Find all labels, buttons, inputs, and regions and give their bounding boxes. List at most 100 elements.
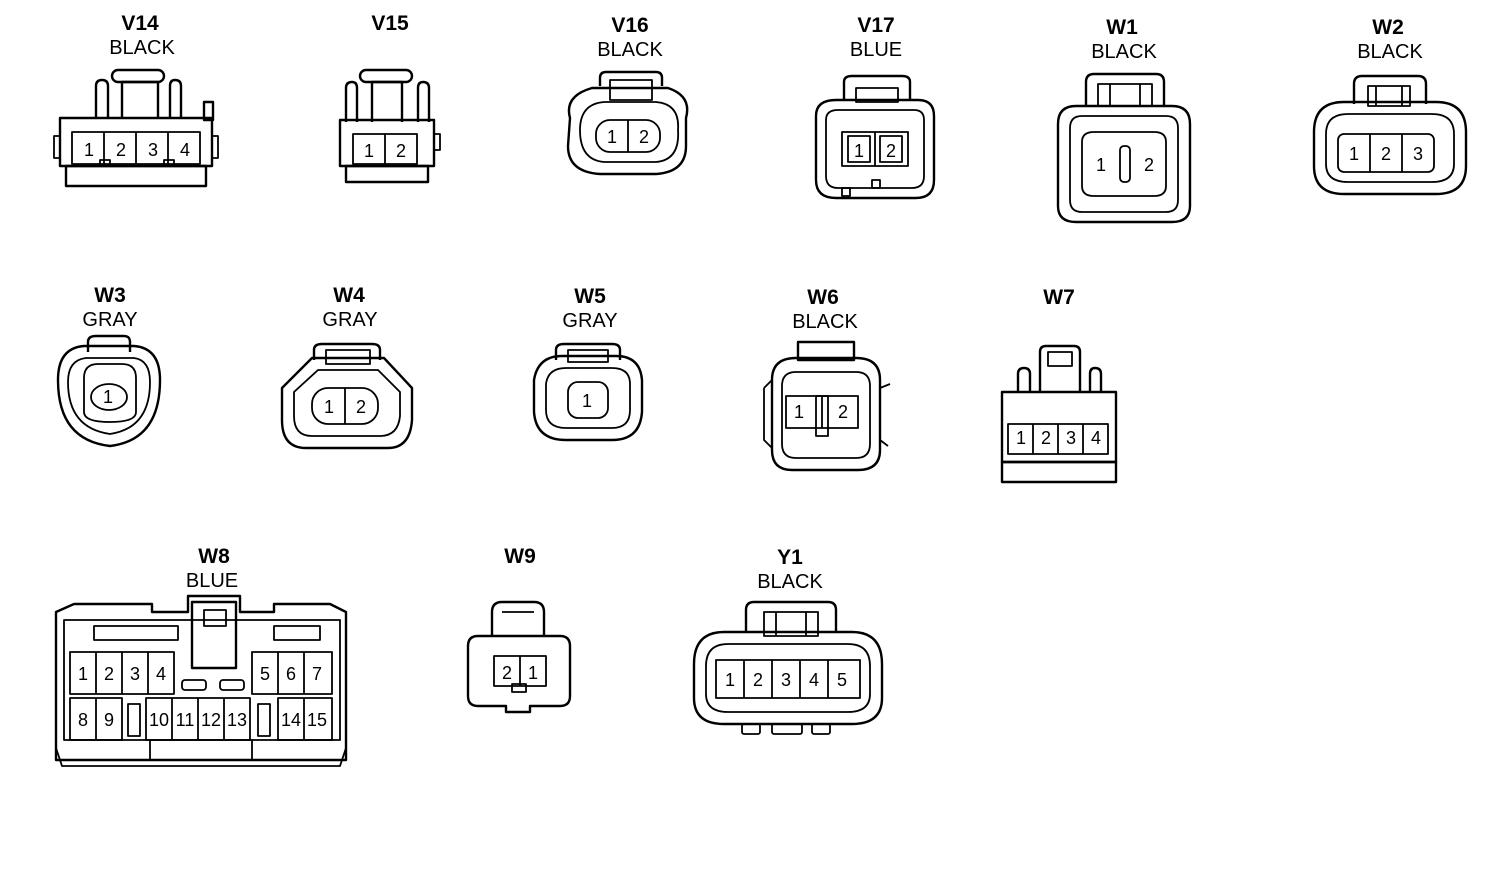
connector-body bbox=[566, 70, 689, 176]
connector-body bbox=[763, 340, 891, 472]
connector-body bbox=[814, 74, 936, 200]
connector-code: W6 bbox=[807, 286, 839, 309]
connector-w4: W4 GRAY 1 2 bbox=[280, 284, 414, 450]
pin-label: 3 bbox=[148, 140, 158, 160]
pin-label: 2 bbox=[396, 141, 406, 161]
pin-label: 2 bbox=[639, 127, 649, 147]
connector-color: BLACK bbox=[597, 39, 663, 61]
pin-label: 2 bbox=[1381, 144, 1391, 164]
pin-label: 1 bbox=[854, 141, 864, 161]
pin-label: 4 bbox=[1091, 428, 1101, 448]
connector-code: V16 bbox=[611, 14, 648, 37]
pin-label: 4 bbox=[809, 670, 819, 690]
connector-w6: W6 BLACK 1 2 bbox=[763, 286, 891, 472]
connector-color: BLACK bbox=[792, 311, 858, 333]
connector-code: W7 bbox=[1043, 286, 1075, 309]
pin-label: 2 bbox=[502, 663, 512, 683]
pin-label: 2 bbox=[356, 397, 366, 417]
connector-body bbox=[1312, 74, 1468, 196]
pin-label: 2 bbox=[753, 670, 763, 690]
connector-color: GRAY bbox=[562, 310, 617, 332]
connector-v14: V14 BLACK 1 2 3 4 bbox=[53, 12, 219, 188]
connector-code: W2 bbox=[1372, 16, 1404, 39]
connector-body bbox=[338, 68, 441, 184]
connector-body bbox=[1056, 72, 1192, 224]
connector-code: Y1 bbox=[777, 546, 803, 569]
pin-label: 1 bbox=[607, 127, 617, 147]
pin-label: 2 bbox=[838, 402, 848, 422]
pin-label: 12 bbox=[201, 710, 221, 730]
pin-label: 2 bbox=[116, 140, 126, 160]
connector-v17: V17 BLUE 1 2 bbox=[814, 14, 936, 200]
connector-code: V14 bbox=[121, 12, 159, 35]
pin-label: 8 bbox=[78, 710, 88, 730]
pin-label: 1 bbox=[528, 663, 538, 683]
connector-code: W3 bbox=[94, 284, 126, 307]
connector-w5: W5 GRAY 1 bbox=[532, 285, 644, 442]
connector-code: W8 bbox=[198, 545, 230, 568]
pin-label: 1 bbox=[1349, 144, 1359, 164]
connector-v16: V16 BLACK 1 2 bbox=[566, 14, 689, 176]
pin-label: 1 bbox=[364, 141, 374, 161]
connector-w1: W1 BLACK 1 2 bbox=[1056, 16, 1192, 224]
pin-label: 1 bbox=[1016, 428, 1026, 448]
connector-body bbox=[56, 334, 162, 448]
pin-label: 2 bbox=[104, 664, 114, 684]
pin-label: 5 bbox=[260, 664, 270, 684]
connector-w3: W3 GRAY 1 bbox=[56, 284, 162, 448]
pin-label: 3 bbox=[1066, 428, 1076, 448]
connector-body bbox=[280, 342, 414, 450]
connector-w9: W9 2 1 bbox=[466, 545, 572, 714]
connector-color: GRAY bbox=[82, 309, 137, 331]
connector-v15: V15 1 2 bbox=[338, 12, 441, 184]
connector-body bbox=[53, 68, 219, 188]
pin-label: 1 bbox=[103, 387, 113, 407]
connector-body bbox=[54, 594, 348, 767]
connector-body bbox=[532, 342, 644, 442]
connector-code: W5 bbox=[574, 285, 606, 308]
connector-color: BLACK bbox=[1091, 41, 1157, 63]
connector-color: BLACK bbox=[757, 571, 823, 593]
pin-label: 3 bbox=[781, 670, 791, 690]
pin-label: 15 bbox=[307, 710, 327, 730]
connector-code: V17 bbox=[857, 14, 894, 37]
connector-color: BLACK bbox=[1357, 41, 1423, 63]
connector-body bbox=[692, 600, 884, 735]
pin-label: 4 bbox=[180, 140, 190, 160]
pin-label: 5 bbox=[837, 670, 847, 690]
connector-color: GRAY bbox=[322, 309, 377, 331]
pin-label: 3 bbox=[1413, 144, 1423, 164]
connector-color: BLUE bbox=[186, 570, 238, 592]
pin-label: 1 bbox=[794, 402, 804, 422]
pin-label: 2 bbox=[1144, 155, 1154, 175]
pin-label: 1 bbox=[84, 140, 94, 160]
pin-label: 9 bbox=[104, 710, 114, 730]
connector-y1: Y1 BLACK 1 2 3 4 5 bbox=[692, 546, 884, 735]
connector-w8: W8 BLUE bbox=[54, 545, 348, 767]
pin-label: 11 bbox=[176, 710, 195, 730]
pin-label: 1 bbox=[725, 670, 735, 690]
pin-label: 7 bbox=[312, 664, 322, 684]
pin-label: 13 bbox=[227, 710, 247, 730]
connector-w7: W7 1 2 3 4 bbox=[1000, 286, 1118, 484]
connector-code: W4 bbox=[333, 284, 365, 307]
connector-color: BLACK bbox=[109, 37, 175, 59]
pin-label: 6 bbox=[286, 664, 296, 684]
pin-label: 14 bbox=[281, 710, 301, 730]
pin-label: 4 bbox=[156, 664, 166, 684]
connector-color: BLUE bbox=[850, 39, 902, 61]
pin-label: 2 bbox=[886, 141, 896, 161]
connector-code: W9 bbox=[504, 545, 536, 568]
pin-label: 1 bbox=[324, 397, 334, 417]
connector-body bbox=[1000, 344, 1118, 484]
pin-label: 2 bbox=[1041, 428, 1051, 448]
connector-code: W1 bbox=[1106, 16, 1138, 39]
connector-code: V15 bbox=[371, 12, 409, 35]
pin-label: 10 bbox=[149, 710, 169, 730]
pin-label: 3 bbox=[130, 664, 140, 684]
pin-label: 1 bbox=[78, 664, 88, 684]
connector-w2: W2 BLACK 1 2 3 bbox=[1312, 16, 1468, 196]
pin-label: 1 bbox=[582, 391, 592, 411]
pin-label: 1 bbox=[1096, 155, 1106, 175]
